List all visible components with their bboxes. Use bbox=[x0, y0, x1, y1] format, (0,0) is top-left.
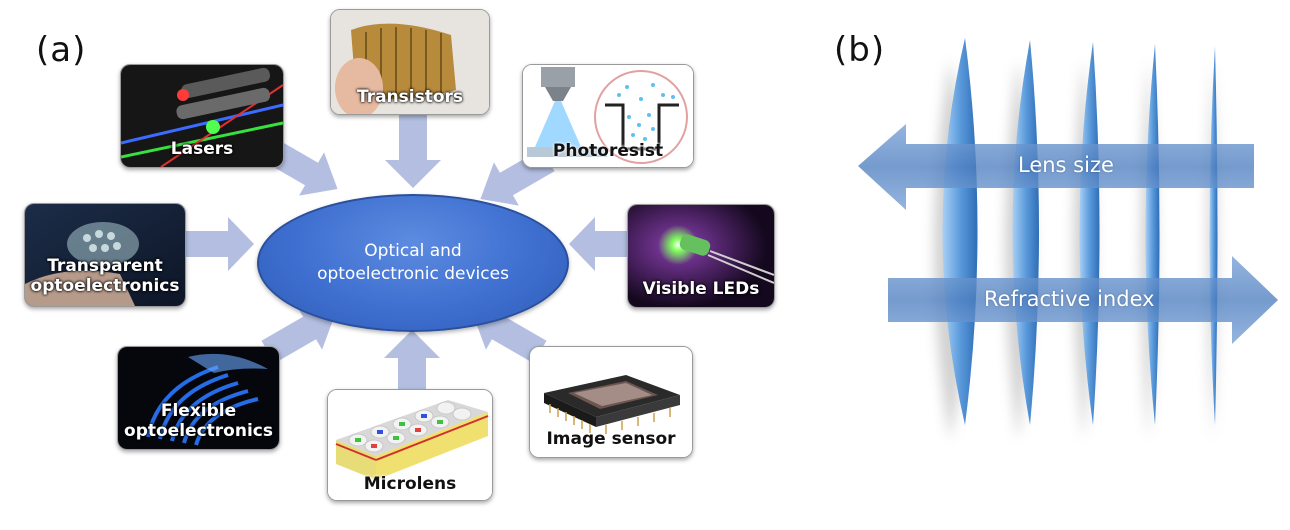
image-sensor-illustration bbox=[530, 347, 692, 457]
tile-transistors: Transistors bbox=[330, 9, 490, 115]
tile-transparent-label: Transparent optoelectronics bbox=[25, 256, 185, 296]
tile-lasers: Lasers bbox=[120, 64, 284, 168]
arrow-transistors bbox=[385, 112, 441, 188]
arrow-transparent bbox=[186, 217, 254, 271]
center-node-optical-devices: Optical and optoelectronic devices bbox=[257, 194, 569, 332]
center-node-line2: optoelectronic devices bbox=[317, 264, 509, 284]
photoresist-illustration bbox=[523, 65, 693, 167]
tile-microlens: Microlens bbox=[327, 389, 493, 501]
lens-2 bbox=[1012, 40, 1039, 425]
panel-b-label: (b) bbox=[834, 30, 886, 70]
lens-stack bbox=[942, 38, 1218, 425]
visible-leds-photo bbox=[628, 205, 774, 307]
tile-photoresist: Photoresist bbox=[522, 64, 694, 168]
transparent-photo bbox=[25, 204, 185, 306]
panel-a-label: (a) bbox=[36, 30, 87, 70]
tile-visible-leds-label: Visible LEDs bbox=[642, 279, 760, 299]
arrow-refractive-index-label: Refractive index bbox=[984, 287, 1155, 311]
arrow-lens-size-label: Lens size bbox=[1018, 153, 1114, 177]
arrow-flexible bbox=[261, 306, 336, 364]
arrow-visible-leds bbox=[569, 217, 627, 271]
tile-visible-leds: Visible LEDs bbox=[627, 204, 775, 308]
tile-transparent: Transparent optoelectronics bbox=[24, 203, 186, 307]
lens-4 bbox=[1145, 44, 1160, 425]
tile-transistors-label: Transistors bbox=[356, 87, 464, 107]
tile-transparent-label-line1: Transparent bbox=[47, 256, 163, 276]
transistors-photo bbox=[331, 10, 489, 114]
microlens-illustration bbox=[328, 390, 492, 500]
tile-image-sensor: Image sensor bbox=[529, 346, 693, 458]
lasers-photo bbox=[121, 65, 283, 167]
lens-3 bbox=[1079, 42, 1100, 425]
tile-microlens-label: Microlens bbox=[363, 474, 457, 494]
tile-flexible: Flexible optoelectronics bbox=[117, 346, 280, 450]
tile-flexible-label: Flexible optoelectronics bbox=[118, 401, 279, 441]
tile-image-sensor-label: Image sensor bbox=[546, 429, 676, 449]
arrow-microlens bbox=[384, 330, 440, 390]
lens-5 bbox=[1209, 46, 1218, 425]
flexible-photo bbox=[118, 347, 279, 449]
tile-photoresist-label: Photoresist bbox=[552, 141, 664, 161]
tile-transparent-label-line2: optoelectronics bbox=[30, 276, 180, 296]
center-node-line1: Optical and bbox=[364, 241, 462, 261]
tile-flexible-label-line1: Flexible bbox=[160, 401, 237, 421]
lens-1 bbox=[942, 38, 978, 425]
arrow-lens-size bbox=[858, 124, 1254, 210]
arrow-refractive-index bbox=[888, 256, 1278, 344]
tile-flexible-label-line2: optoelectronics bbox=[124, 421, 273, 441]
tile-lasers-label: Lasers bbox=[170, 139, 234, 159]
